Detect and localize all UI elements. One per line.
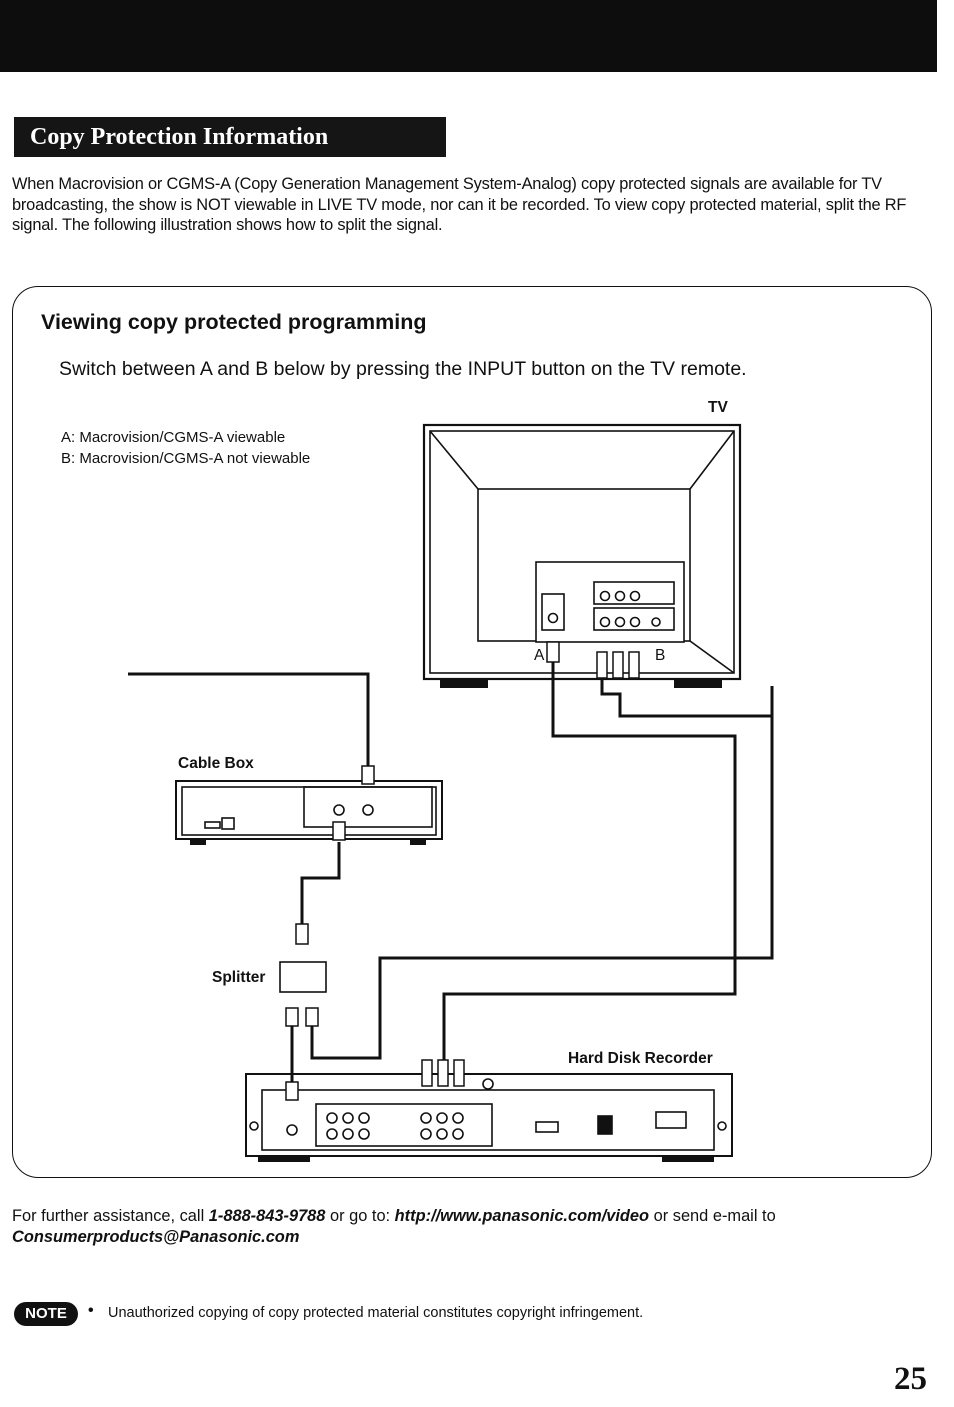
note-text: Unauthorized copying of copy protected m… <box>108 1305 644 1321</box>
assistance-text: For further assistance, call 1-888-843-9… <box>12 1206 932 1247</box>
legend-item-a: A: Macrovision/CGMS-A viewable <box>61 429 286 446</box>
connection-a-label: A <box>534 647 545 664</box>
phone-number: 1-888-843-9788 <box>208 1207 326 1225</box>
assistance-prefix: For further assistance, call <box>12 1207 209 1225</box>
recorder-foot-left <box>258 1156 310 1162</box>
switch-instruction: Switch between A and B below by pressing… <box>59 358 747 380</box>
email-link[interactable]: Consumerproducts@Panasonic.com <box>12 1227 300 1246</box>
tv-foot-right <box>674 679 722 688</box>
cable-box-foot-left <box>190 839 206 845</box>
diagram-title: Viewing copy protected programming <box>41 310 427 334</box>
section-title: Copy Protection Information <box>14 117 446 157</box>
tv-label: TV <box>708 399 728 416</box>
assistance-middle: or go to: <box>325 1207 395 1225</box>
splitter-illustration <box>279 961 327 993</box>
hard-disk-recorder-illustration <box>245 1073 733 1157</box>
diagram-legend: A: Macrovision/CGMS-A viewable B: Macrov… <box>61 427 310 469</box>
cable-lines <box>128 662 774 1086</box>
page-number: 25 <box>894 1361 927 1397</box>
note-bullet: • <box>88 1302 94 1319</box>
header-bar <box>0 0 937 72</box>
cable-box-label: Cable Box <box>178 755 254 772</box>
recorder-foot-right <box>662 1156 714 1162</box>
hard-disk-recorder-label: Hard Disk Recorder <box>568 1050 713 1067</box>
splitter-label: Splitter <box>212 969 266 986</box>
connection-b-label: B <box>655 647 666 664</box>
connector-plugs <box>285 641 640 1101</box>
website-link[interactable]: http://www.panasonic.com/video <box>394 1207 650 1225</box>
cable-box-foot-right <box>410 839 426 845</box>
intro-paragraph: When Macrovision or CGMS-A (Copy Generat… <box>12 175 907 234</box>
cable-box-illustration <box>175 780 443 840</box>
diagram-frame <box>12 286 932 1178</box>
note-badge: NOTE <box>14 1302 78 1326</box>
assistance-middle-2: or send e-mail to <box>649 1207 776 1225</box>
tv-foot-left <box>440 679 488 688</box>
legend-item-b: B: Macrovision/CGMS-A not viewable <box>61 450 311 467</box>
tv-illustration <box>422 423 742 681</box>
